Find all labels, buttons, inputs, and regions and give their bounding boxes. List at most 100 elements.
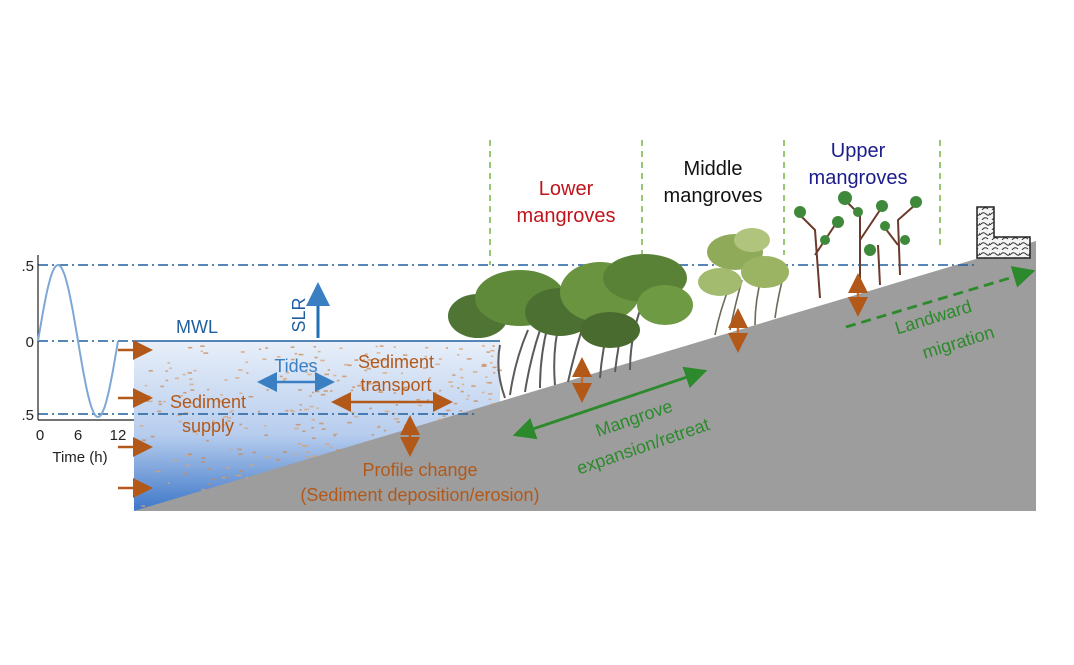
sediment-particle [187,372,192,374]
sediment-particle [472,371,478,373]
sediment-particle [217,400,222,403]
sediment-particle [457,387,460,389]
sediment-particle [485,376,488,378]
sediment-particle [366,367,371,370]
sediment-particle [290,409,293,412]
sediment-particle [490,355,494,358]
profile-change-label-2: (Sediment deposition/erosion) [300,485,539,505]
sediment-supply-label-1: Sediment [170,392,246,412]
sediment-particle [290,346,295,348]
sediment-particle [226,420,231,422]
sediment-particle [368,383,373,385]
sediment-particle [246,372,249,374]
sediment-particle [352,386,356,388]
sediment-particle [314,356,318,359]
sediment-particle [457,354,460,356]
sediment-particle [487,393,493,395]
sediment-particle [416,399,420,401]
sediment-particle [467,394,470,397]
sediment-particle [246,477,248,479]
sediment-particle [312,391,315,394]
tide-xtick-0: 0 [36,427,44,444]
sediment-particle [379,345,383,347]
sediment-particle [244,427,248,429]
sediment-particle [343,363,349,366]
sediment-particle [311,419,316,421]
sediment-particle [294,453,298,456]
sediment-particle [491,403,495,405]
sediment-particle [302,445,306,447]
sediment-particle [238,453,243,456]
sediment-particle [320,393,326,396]
sediment-particle [290,358,295,361]
sediment-particle [264,425,267,427]
sediment-particle [320,359,325,362]
sediment-particle [305,451,310,453]
sediment-particle [327,369,330,371]
sediment-particle [201,461,205,463]
sediment-particle [460,390,464,393]
sediment-particle [302,430,306,432]
sediment-particle [193,369,197,372]
sediment-particle [425,346,429,349]
sediment-particle [174,377,180,380]
sediment-particle [445,347,448,349]
sediment-particle [324,373,329,376]
sediment-particle [240,351,245,353]
sediment-particle [298,443,302,445]
sediment-particle [258,410,261,413]
sediment-particle [220,394,223,396]
sediment-particle [459,348,463,350]
sediment-particle [347,421,352,424]
sediment-particle [178,420,182,423]
sediment-particle [182,373,186,376]
mwl-label: MWL [176,317,218,337]
sediment-particle [364,353,368,355]
sediment-particle [237,474,242,477]
tide-curve [37,263,119,419]
sediment-particle [473,400,478,402]
sediment-particle [461,383,465,386]
sediment-particle [308,395,312,397]
sediment-particle [167,482,170,484]
tide-xlabel: Time (h) [52,449,107,466]
sediment-particle [354,415,359,418]
landward-migration-arrow [845,266,1036,329]
sediment-particle [357,384,362,387]
middle-mangroves-label-2: mangroves [664,185,763,207]
sediment-particle [229,411,232,413]
sediment-particle [189,378,193,381]
sediment-particle [347,364,352,367]
sediment-particle [316,407,319,409]
sediment-particle [226,476,230,478]
sediment-particle [482,345,485,347]
tide-ytick-mid: 0 [26,334,34,351]
sediment-particle [317,350,321,353]
sediment-particle [359,382,362,385]
sediment-particle [250,464,254,466]
upper-mangroves-label-1: Upper [831,140,886,162]
sediment-particle [298,353,304,356]
upper-mangrove-trees [794,191,922,299]
sediment-particle [294,352,298,355]
sediment-particle [266,389,269,391]
sediment-particle [225,467,230,469]
sediment-particle [248,395,254,398]
sediment-particle [266,456,271,458]
sediment-particle [235,377,240,379]
sediment-particle [262,358,267,360]
sediment-particle [265,347,269,349]
sediment-particle [167,362,170,364]
sediment-particle [403,354,408,356]
sediment-particle [150,435,155,438]
sediment-particle [367,380,370,383]
sediment-particle [158,403,162,406]
sediment-particle [189,402,194,404]
sediment-particle [259,348,262,351]
sediment-particle [155,470,161,473]
sediment-particle [312,455,317,457]
sediment-particle [377,359,382,361]
sediment-particle [177,414,182,416]
sediment-particle [239,423,242,426]
